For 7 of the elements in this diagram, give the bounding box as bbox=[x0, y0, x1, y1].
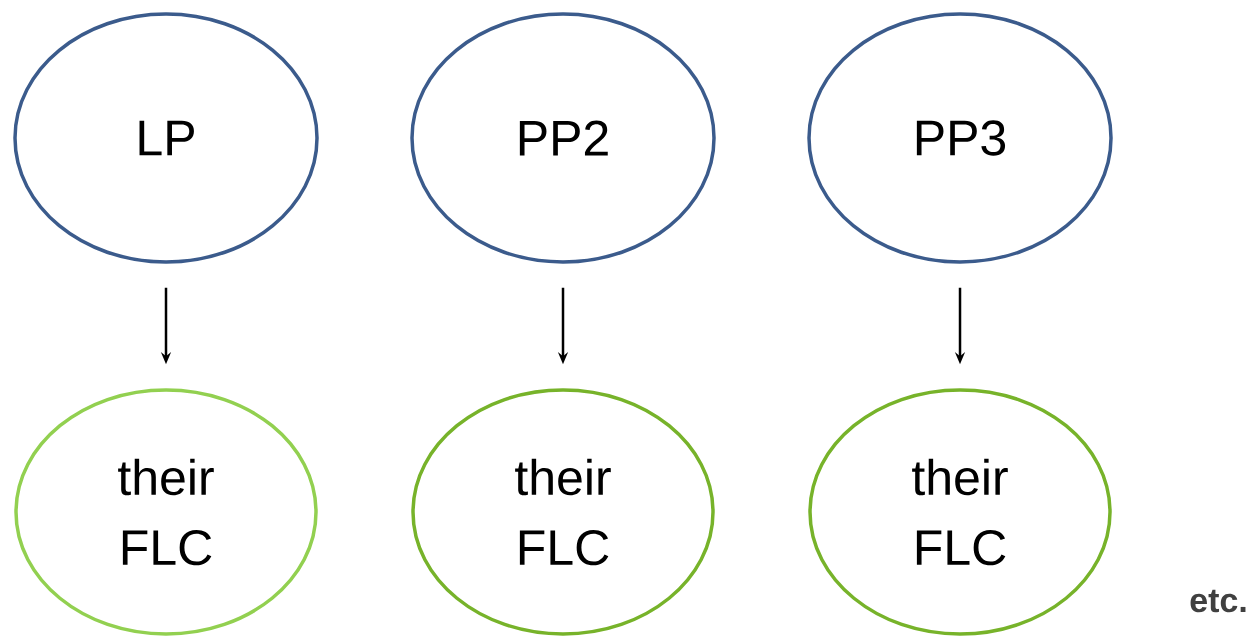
ellipse-node: LP bbox=[13, 12, 319, 264]
ellipse-node: their FLC bbox=[808, 388, 1112, 636]
ellipse-node: their FLC bbox=[411, 388, 715, 636]
note-text: etc. bbox=[1190, 589, 1246, 613]
ellipse-node: their FLC bbox=[14, 388, 318, 636]
ellipse-node: PP2 bbox=[410, 12, 716, 264]
ellipse-node: PP3 bbox=[807, 12, 1113, 264]
